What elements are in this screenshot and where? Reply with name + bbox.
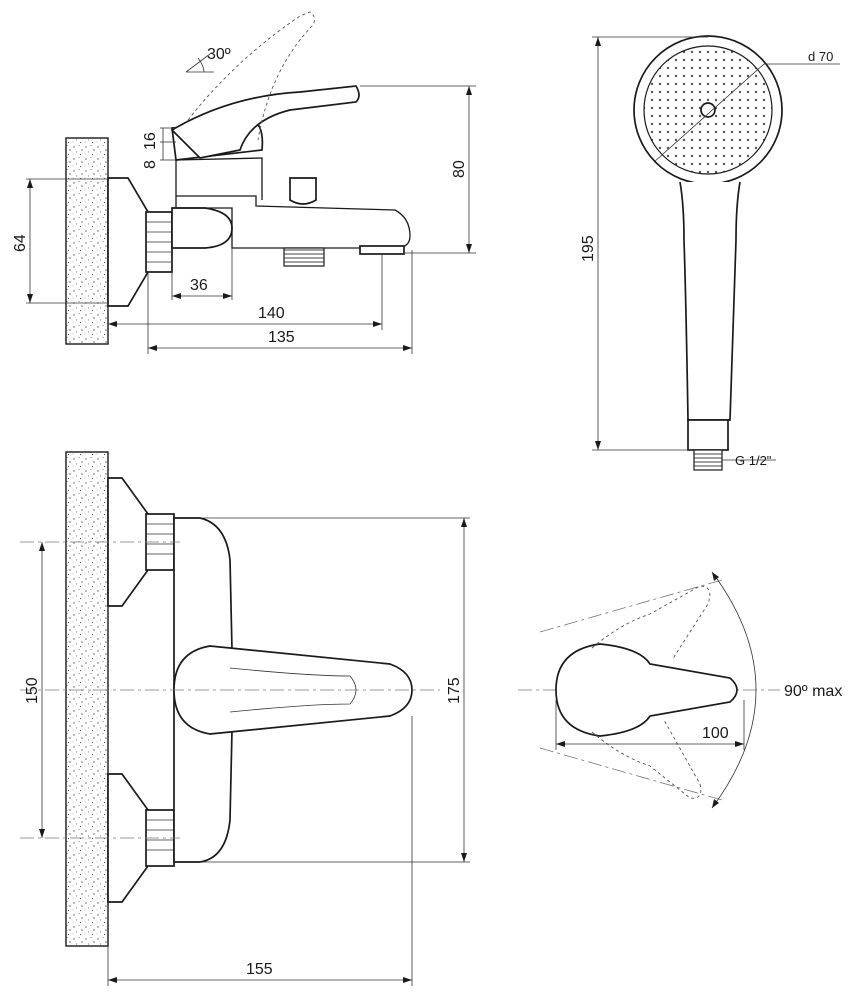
thread-label: G 1/2" (735, 453, 772, 468)
head-diameter-label: d 70 (808, 49, 833, 64)
front-view: 150 175 155 (20, 451, 470, 986)
handle-end (687, 419, 729, 451)
wall-section (65, 137, 109, 345)
inlet-offset-label: 36 (190, 277, 208, 294)
lever-angle-label: 30º (207, 46, 231, 63)
aerator (359, 245, 405, 255)
diverter-knob (289, 177, 317, 205)
lever-top-outline (555, 643, 738, 737)
rotation-label: 90º max (784, 683, 842, 700)
lever-raised-position (187, 11, 315, 141)
shower-outlet (283, 247, 325, 267)
bracket-height-label: 64 (12, 234, 29, 252)
height-total-label: 80 (451, 160, 468, 178)
lever-length-label: 100 (702, 725, 729, 742)
side-view: 30º 8 16 80 64 36 140 (12, 11, 476, 354)
wall-flange (107, 177, 149, 307)
length-b-label: 135 (268, 329, 295, 346)
thread-connector (693, 449, 723, 471)
shower-head-view: d 70 195 G 1/2" (580, 35, 840, 471)
inlet-arm (171, 207, 233, 249)
lever-swing-left (591, 585, 711, 661)
projection-label: 155 (246, 961, 273, 978)
body-height-label: 175 (446, 677, 463, 704)
lever-handle (170, 85, 360, 159)
lever-top-view: 90º max 100 (518, 571, 842, 809)
swing-arc (711, 571, 757, 809)
center-nozzle (700, 102, 716, 118)
shower-handle (679, 181, 741, 421)
lever-height-b-label: 16 (142, 132, 159, 150)
shower-length-label: 195 (580, 235, 597, 262)
lever-swing-right (591, 719, 702, 799)
lever-height-a-label: 8 (142, 160, 159, 169)
inlet-spacing-label: 150 (24, 677, 41, 704)
length-a-label: 140 (258, 305, 285, 322)
wall-section-front (65, 451, 109, 947)
